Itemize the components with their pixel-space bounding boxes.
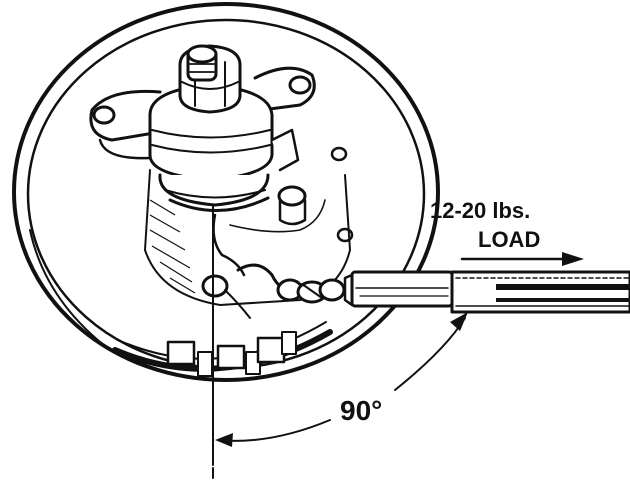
angle-arc bbox=[215, 312, 468, 447]
mounting-holes bbox=[330, 146, 354, 243]
load-value-label: 12-20 lbs. bbox=[430, 198, 530, 223]
threaded-stud bbox=[186, 44, 218, 82]
brake-shoe bbox=[112, 321, 333, 377]
load-word-label: LOAD bbox=[478, 227, 540, 252]
angle-label: 90° bbox=[340, 395, 382, 426]
inner-plate bbox=[144, 169, 351, 306]
chain-links bbox=[276, 278, 346, 304]
anchor-bracket bbox=[89, 66, 316, 160]
spring-scale bbox=[343, 270, 630, 314]
anchor-pin bbox=[277, 185, 307, 226]
adjuster-body bbox=[148, 83, 300, 212]
load-direction-arrow bbox=[460, 252, 584, 266]
